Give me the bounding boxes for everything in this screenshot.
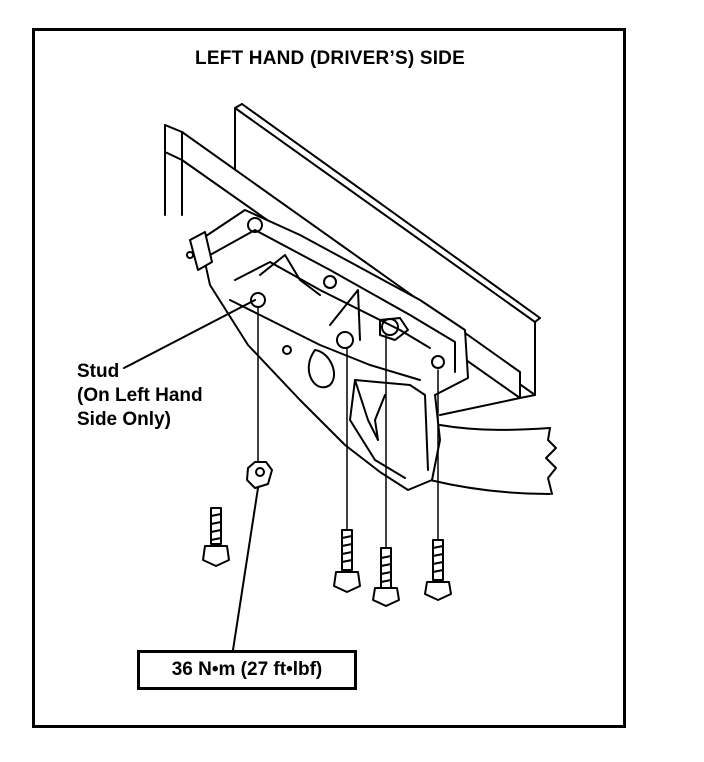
alignment-lines: [257, 307, 439, 549]
diagram-title: LEFT HAND (DRIVER’S) SIDE: [195, 48, 465, 69]
stud-label: Stud: [77, 361, 120, 382]
stud-leader-line: [123, 299, 256, 369]
stud-note-line-2: Side Only): [77, 409, 171, 430]
torque-leader-line: [232, 487, 259, 651]
stud-nut: [246, 461, 273, 489]
bolt-4: [424, 539, 452, 601]
torque-spec-box: 36 N•m (27 ft•lbf): [137, 650, 357, 690]
stud-callout: Stud (On Left Hand Side Only): [77, 360, 203, 432]
stud-note-line-1: (On Left Hand: [77, 385, 203, 406]
diagram-frame: [32, 28, 626, 728]
bolt-3: [372, 547, 400, 607]
bolt-2: [333, 529, 361, 593]
bolt-1: [202, 507, 230, 567]
frame-tube: [429, 424, 557, 495]
leader-lines: [123, 299, 259, 651]
torque-spec-label: 36 N•m (27 ft•lbf): [171, 659, 323, 680]
